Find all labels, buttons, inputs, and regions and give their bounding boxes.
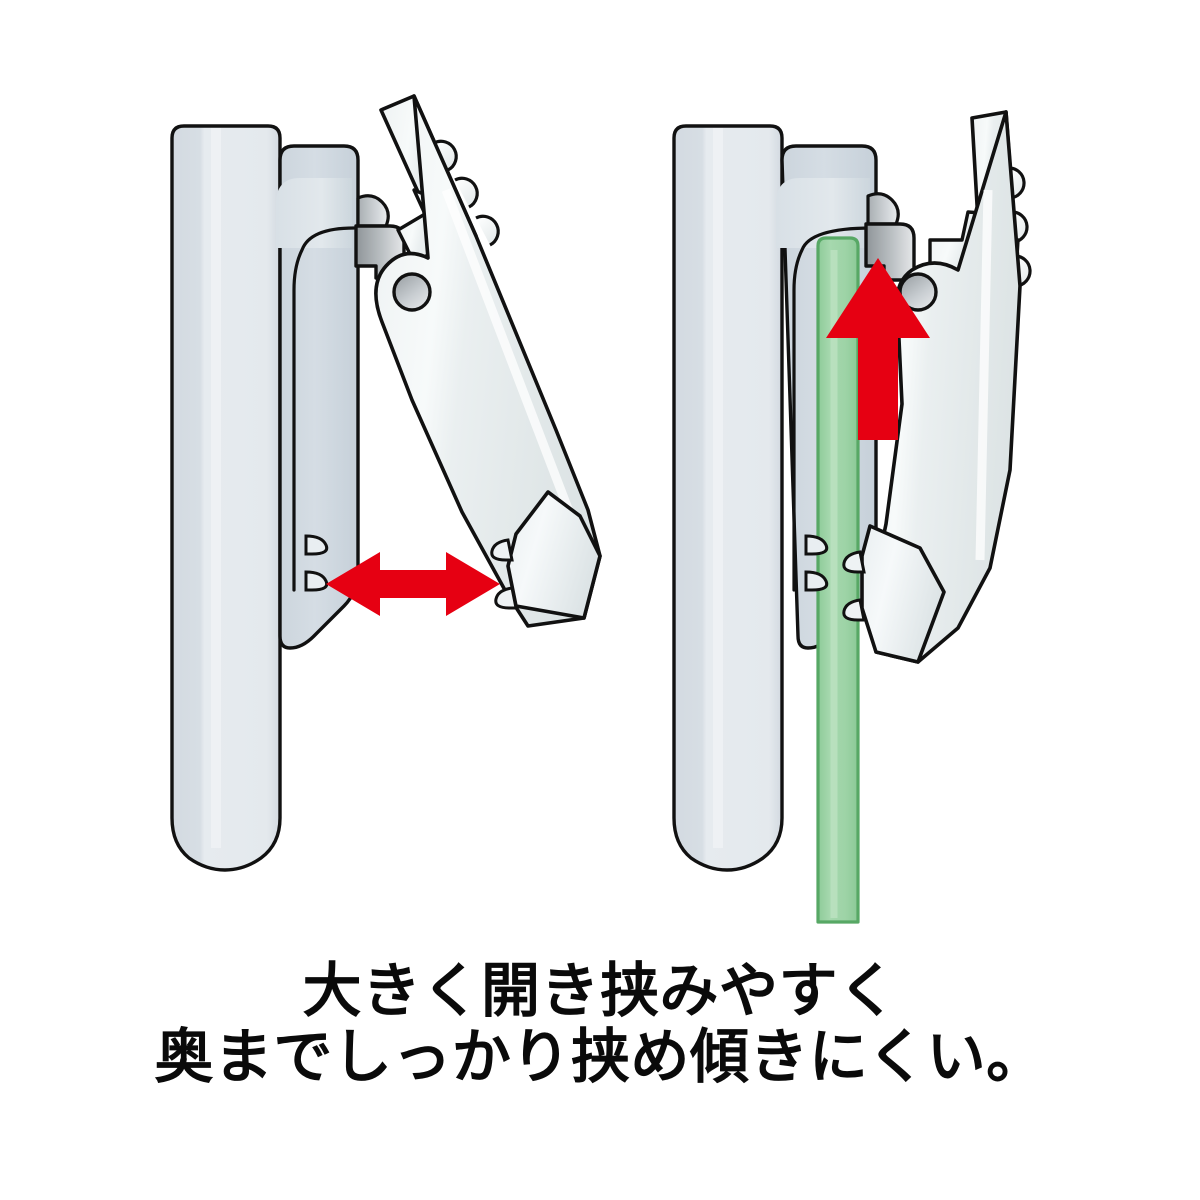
lever-bump-1-left bbox=[433, 139, 458, 172]
clip-inner-shoulder-left bbox=[292, 226, 356, 592]
hinge-cap-left bbox=[356, 194, 390, 228]
jaw-tooth-lower-left bbox=[494, 586, 518, 610]
pivot-pin-left bbox=[392, 272, 432, 312]
lever-arm-highlight-right bbox=[975, 189, 993, 561]
figure-left-open bbox=[170, 94, 602, 872]
lever-bump-3-left bbox=[475, 214, 500, 247]
jaw-tooth-lower-right bbox=[842, 598, 866, 622]
body-tooth-lower-left bbox=[304, 570, 329, 592]
jaw-tooth-upper-right bbox=[842, 550, 866, 574]
body-tooth-lower-right bbox=[804, 570, 829, 592]
figure-right-clamping bbox=[672, 110, 1032, 924]
body-tooth-upper-left bbox=[304, 534, 329, 556]
caption-line-2: 奥までしっかり挟め傾きにくい。 bbox=[154, 1022, 1046, 1092]
green-sheet bbox=[816, 236, 860, 924]
hinge-cap-right bbox=[866, 192, 900, 226]
caption-line-1: 大きく開き挟みやすく bbox=[302, 956, 898, 1025]
up-arrow-right bbox=[826, 258, 930, 440]
jaw-tooth-upper-left bbox=[490, 538, 514, 562]
lever-arm-highlight-left bbox=[441, 188, 585, 542]
caption: 大きく開き挟みやすく 奥までしっかり挟め傾きにくい。 bbox=[0, 956, 1200, 1092]
clip-inner-shoulder-right bbox=[792, 226, 874, 592]
double-headed-arrow-left bbox=[326, 552, 500, 616]
jaw-head-left bbox=[506, 490, 602, 620]
body-tooth-upper-right bbox=[804, 534, 829, 556]
lever-bump-2-left bbox=[454, 176, 479, 209]
clip-body-back-left bbox=[170, 124, 282, 872]
lever-arm-left bbox=[374, 94, 602, 628]
clip-body-back-right bbox=[672, 124, 784, 872]
